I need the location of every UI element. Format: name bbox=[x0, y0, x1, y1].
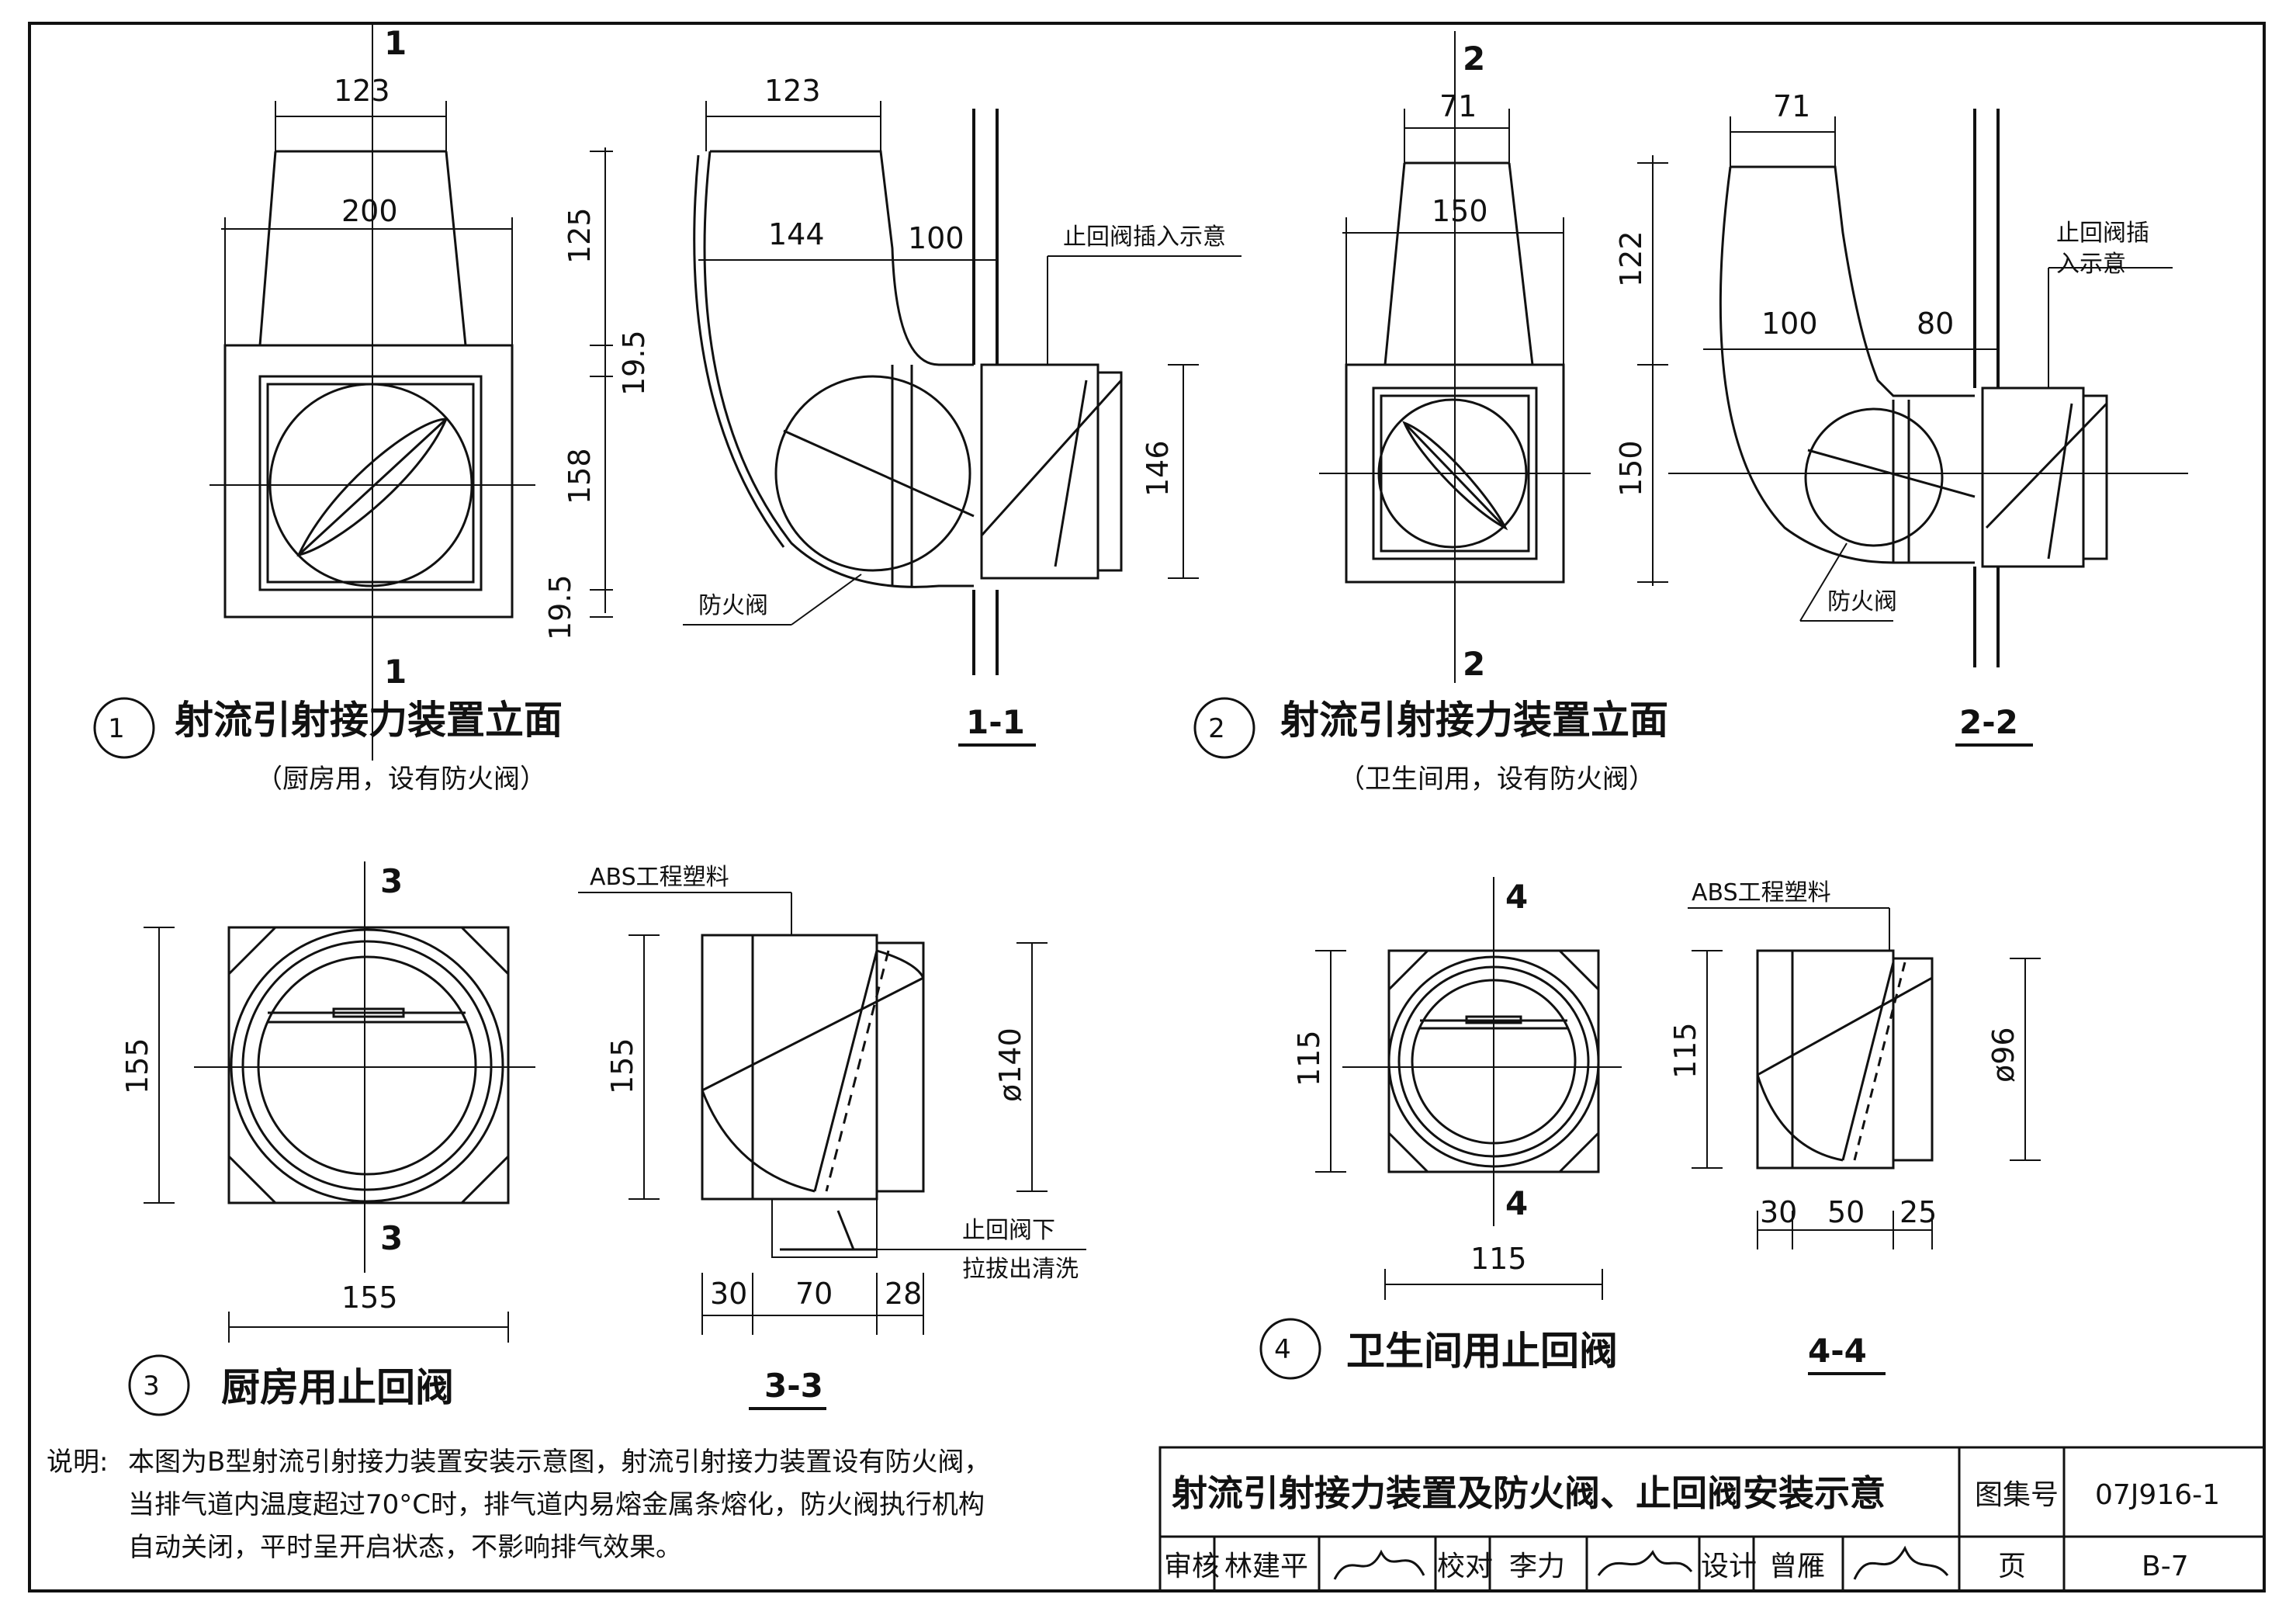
sec33-drawing bbox=[578, 892, 1086, 1410]
sec44-dim-a: 30 bbox=[1760, 1195, 1797, 1229]
sec22-label: 2-2 bbox=[1959, 703, 2018, 741]
sec44-label: 4-4 bbox=[1808, 1332, 1867, 1370]
fig4-cut-label-top: 4 bbox=[1505, 878, 1528, 916]
fig1-dim-top: 123 bbox=[334, 74, 390, 108]
sec11-dim-a: 144 bbox=[768, 217, 825, 251]
fig2-cut-label-top: 2 bbox=[1463, 40, 1485, 78]
fig1-dim-h4: 19.5 bbox=[543, 574, 577, 640]
sec11-dim-top: 123 bbox=[764, 74, 821, 108]
sec33-dim-d: ø140 bbox=[993, 1028, 1027, 1102]
design-label: 设计 bbox=[1701, 1551, 1757, 1582]
fig2-dim-top: 71 bbox=[1439, 89, 1477, 123]
sec22-note-check-1: 止回阀插 bbox=[2056, 220, 2149, 247]
fig2-elevation bbox=[1319, 31, 1668, 683]
page-label: 页 bbox=[1998, 1551, 2026, 1582]
notes-line-2: 当排气道内温度超过70°C时，排气道内易熔金属条熔化，防火阀执行机构 bbox=[128, 1489, 985, 1520]
drawing-title: 射流引射接力装置及防火阀、止回阀安装示意 bbox=[1172, 1472, 1886, 1514]
fig2-dim-mid: 150 bbox=[1432, 194, 1488, 228]
sec11-note-fire: 防火阀 bbox=[698, 592, 768, 619]
fig2-subtitle: （卫生间用，设有防火阀） bbox=[1338, 764, 1655, 795]
fig4-dim-w: 115 bbox=[1470, 1242, 1527, 1276]
sec11-drawing bbox=[683, 101, 1242, 747]
sec33-dim-c: 28 bbox=[885, 1277, 922, 1311]
sec44-material: ABS工程塑料 bbox=[1692, 879, 1831, 906]
fig1-cut-label-top: 1 bbox=[384, 24, 407, 62]
fig2-number: 2 bbox=[1208, 713, 1225, 744]
fig1-elevation bbox=[210, 23, 613, 761]
check-label: 校对 bbox=[1437, 1551, 1493, 1582]
fig4-title: 卫生间用止回阀 bbox=[1346, 1329, 1618, 1374]
fig2-cut-label-bottom: 2 bbox=[1463, 645, 1485, 683]
fig3-title: 厨房用止回阀 bbox=[221, 1365, 454, 1410]
fig1-dim-h3: 158 bbox=[563, 448, 597, 504]
designer-name: 曾雁 bbox=[1769, 1551, 1825, 1582]
fig1-number: 1 bbox=[108, 713, 125, 744]
sec44-dim-c: 25 bbox=[1899, 1195, 1937, 1229]
signature-checker bbox=[1597, 1550, 1693, 1576]
fig3-number-circle bbox=[128, 1354, 190, 1416]
fig3-dim-w: 155 bbox=[341, 1281, 398, 1315]
sec33-label: 3-3 bbox=[764, 1367, 823, 1405]
fig3-cut-label-top: 3 bbox=[380, 862, 403, 900]
title-block bbox=[1158, 1446, 2266, 1592]
fig3-elevation bbox=[144, 861, 535, 1343]
sec11-label: 1-1 bbox=[966, 703, 1025, 741]
fig2-dim-h2: 150 bbox=[1614, 440, 1648, 497]
sec11-dim-h: 146 bbox=[1141, 440, 1175, 497]
sec33-dim-b: 70 bbox=[795, 1277, 833, 1311]
fig2-dim-h1: 122 bbox=[1614, 230, 1648, 287]
fig4-number-circle bbox=[1259, 1318, 1321, 1380]
fig1-subtitle: （厨房用，设有防火阀） bbox=[256, 764, 546, 795]
signature-reviewer bbox=[1333, 1549, 1425, 1580]
notes-line-3: 自动关闭，平时呈开启状态，不影响排气效果。 bbox=[128, 1532, 682, 1563]
page-number: B-7 bbox=[2142, 1551, 2189, 1582]
fig4-dim-h: 115 bbox=[1292, 1030, 1326, 1086]
sec11-dim-b: 100 bbox=[908, 221, 964, 255]
fig4-cut-label-bottom: 4 bbox=[1505, 1184, 1528, 1222]
sec22-note-check-2: 入示意 bbox=[2056, 251, 2126, 278]
signature-designer bbox=[1853, 1545, 1949, 1580]
notes-line-1: 本图为B型射流引射接力装置安装示意图，射流引射接力装置设有防火阀， bbox=[128, 1447, 990, 1478]
fig2-number-circle bbox=[1193, 697, 1255, 759]
sec33-note-1: 止回阀下 bbox=[962, 1217, 1055, 1244]
sec44-dim-d: ø96 bbox=[1986, 1027, 2021, 1083]
fig3-dim-h: 155 bbox=[120, 1038, 154, 1094]
sec44-dim-b: 50 bbox=[1827, 1195, 1865, 1229]
fig1-dim-h1: 125 bbox=[563, 207, 597, 264]
fig3-cut-label-bottom: 3 bbox=[380, 1219, 403, 1257]
sec33-dim-h: 155 bbox=[605, 1038, 639, 1094]
sec44-drawing bbox=[1688, 907, 2041, 1375]
sec22-drawing bbox=[1668, 109, 2188, 747]
sec33-note-2: 拉拔出清洗 bbox=[962, 1256, 1079, 1283]
fig3-number: 3 bbox=[143, 1371, 160, 1402]
reviewer-name: 林建平 bbox=[1224, 1551, 1308, 1582]
sec44-dim-h: 115 bbox=[1668, 1022, 1702, 1079]
fig4-elevation bbox=[1315, 877, 1622, 1300]
fig1-dim-mid: 200 bbox=[341, 194, 398, 228]
sec33-dim-a: 30 bbox=[710, 1277, 747, 1311]
sec22-dim-top: 71 bbox=[1773, 89, 1810, 123]
review-label: 审核 bbox=[1164, 1551, 1220, 1582]
fig1-number-circle bbox=[93, 697, 155, 759]
sec22-note-fire: 防火阀 bbox=[1827, 588, 1897, 615]
sec11-note-check: 止回阀插入示意 bbox=[1063, 224, 1226, 251]
checker-name: 李力 bbox=[1509, 1551, 1565, 1582]
notes-label: 说明: bbox=[47, 1447, 108, 1478]
sheet-border bbox=[28, 22, 2266, 1592]
sec33-material: ABS工程塑料 bbox=[590, 864, 729, 891]
atlas-number: 07J916-1 bbox=[2095, 1479, 2220, 1511]
sec22-dim-a: 100 bbox=[1761, 307, 1818, 341]
fig1-title: 射流引射接力装置立面 bbox=[175, 698, 563, 743]
fig1-dim-h2: 19.5 bbox=[617, 330, 651, 396]
fig1-cut-label-bottom: 1 bbox=[384, 653, 407, 691]
atlas-label: 图集号 bbox=[1975, 1479, 2059, 1511]
fig2-title: 射流引射接力装置立面 bbox=[1280, 698, 1668, 743]
sec22-dim-b: 80 bbox=[1917, 307, 1954, 341]
fig4-number: 4 bbox=[1274, 1334, 1291, 1365]
